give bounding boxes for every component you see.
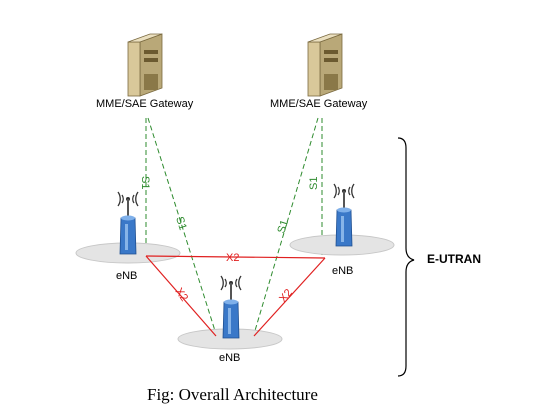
enb-label-left: eNB: [116, 270, 137, 282]
enb-antenna-icon: [333, 183, 355, 247]
enb-antenna-icon: [117, 191, 139, 255]
e-utran-brace: [397, 137, 415, 377]
s1-label: S1: [308, 177, 320, 190]
enb-antenna-icon: [220, 275, 242, 339]
s1-label: S1: [173, 215, 189, 232]
figure-caption: Fig: Overall Architecture: [147, 385, 318, 404]
s1-label: S1: [275, 218, 291, 235]
gateway-label-left: MME/SAE Gateway: [96, 98, 194, 110]
enb-label-center: eNB: [219, 352, 240, 364]
server-icon: [127, 33, 163, 97]
x2-link-left-right: [145, 255, 326, 259]
s1-label: S1: [139, 176, 151, 189]
s1-link-left-gw-center-enb: [147, 117, 217, 335]
e-utran-label: E-UTRAN: [427, 252, 481, 266]
x2-links: [145, 255, 326, 337]
enb-label-right: eNB: [332, 265, 353, 277]
gateway-label-right: MME/SAE Gateway: [270, 98, 368, 110]
s1-links: [145, 117, 323, 335]
x2-link-left-center: [145, 255, 217, 337]
x2-label: X2: [226, 252, 239, 264]
x2-link-right-center: [253, 257, 326, 337]
server-icon: [307, 33, 343, 97]
x2-label: X2: [277, 287, 295, 305]
s1-link-right-gw-center-enb: [253, 117, 319, 335]
